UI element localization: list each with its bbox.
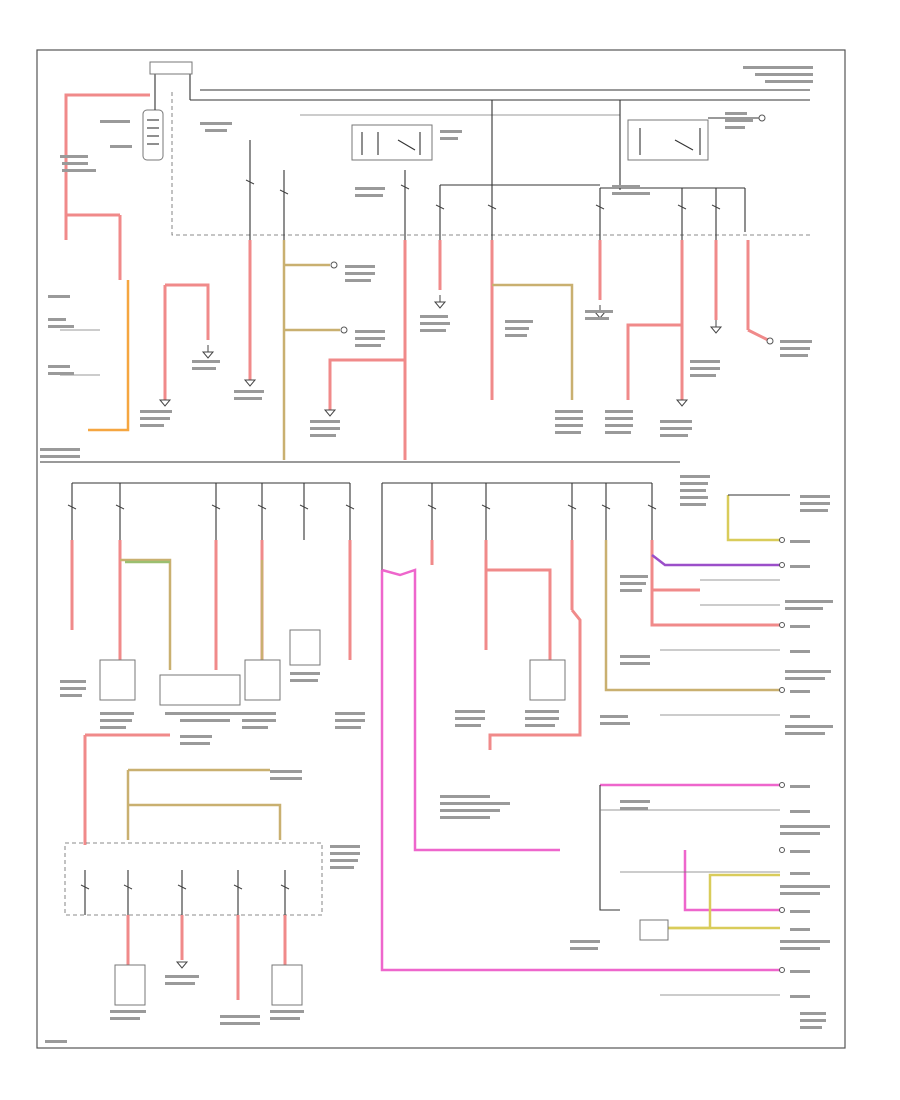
connector-icon (330, 261, 338, 269)
circuit-wire (486, 568, 552, 660)
label-marks (40, 66, 833, 1043)
fuse-icon (123, 870, 133, 915)
pink-circuit-wire (381, 568, 560, 852)
circuit-wire (650, 540, 780, 627)
fuse-icon (245, 140, 255, 240)
connector-wire (599, 785, 620, 911)
ground-icon (201, 345, 215, 359)
fuse-box-boundary (171, 92, 810, 236)
connector-icon (779, 562, 785, 568)
ground-icon (709, 320, 723, 334)
fuse-icon (427, 483, 437, 540)
fuse-icon (257, 483, 267, 540)
purple-circuit-wire (651, 554, 780, 567)
fuse-icon (487, 190, 497, 240)
fuse-icon (299, 483, 309, 540)
component-box (289, 629, 321, 666)
fuse-icon (435, 185, 445, 240)
fuse-icon (677, 188, 687, 240)
fuse-icon (115, 483, 125, 540)
fuse-icon (80, 870, 90, 915)
bottom-fuse-box (64, 842, 323, 916)
fuse-icon (567, 483, 577, 540)
connector-icon (779, 847, 785, 853)
connector-icon (779, 967, 785, 973)
pink-circuit-wire (380, 570, 780, 972)
circuit-wire (328, 358, 405, 410)
connector-icon (779, 782, 785, 788)
tan-circuit-wire (120, 558, 172, 670)
fuse-icon (211, 483, 221, 540)
main-feed-wire (64, 93, 150, 240)
fuse-icon (67, 483, 77, 540)
connector-icon (779, 687, 785, 693)
connector-icon (779, 537, 785, 543)
middle-section (40, 461, 790, 996)
circuit-wire (165, 283, 210, 340)
connector-icon (779, 622, 785, 628)
fuse-icon (280, 870, 290, 915)
relay-icon (351, 124, 433, 161)
ground-icon (433, 295, 447, 309)
connector-icon (766, 337, 774, 345)
component-box (99, 659, 136, 701)
fuse-icon (345, 495, 355, 540)
component-box (159, 674, 241, 706)
fuse-icon (647, 483, 657, 540)
component-box (244, 659, 281, 701)
circuit-wire (488, 609, 582, 750)
fuse-icon (279, 170, 289, 240)
fuse-icon (711, 188, 721, 240)
connector-icon (758, 114, 766, 122)
fuse-icon (601, 483, 611, 540)
tan-circuit-wire (726, 495, 780, 542)
ground-icon (158, 399, 172, 407)
battery-lead (154, 71, 191, 110)
connector-icon (340, 326, 348, 334)
relay-icon (627, 119, 709, 161)
component-box (271, 964, 303, 1006)
orange-circuit-wire (88, 280, 130, 432)
bottom-section (64, 733, 323, 1006)
circuit-wire (747, 328, 769, 342)
fuse-icon (400, 170, 410, 240)
tan-circuit-wire (128, 803, 282, 840)
ground-icon (323, 409, 337, 417)
connector-icon (779, 907, 785, 913)
fuse-icon (595, 188, 605, 240)
diagram-frame (36, 49, 846, 1049)
fuse-icon (233, 870, 243, 915)
component-box (639, 919, 669, 941)
fuse-icon (177, 870, 187, 915)
ground-icon (175, 961, 189, 969)
fuse-icon (481, 483, 491, 540)
top-section (60, 61, 810, 460)
component-box (114, 964, 146, 1006)
ground-icon (243, 379, 257, 387)
circuit-wire (626, 323, 682, 400)
tan-circuit-wire (492, 283, 574, 400)
ground-icon (675, 399, 689, 407)
pink-circuit-wire (683, 850, 780, 912)
battery-icon (142, 109, 164, 161)
component-box (529, 659, 566, 701)
tan-circuit-wire (604, 540, 780, 692)
battery-connector (149, 61, 193, 75)
